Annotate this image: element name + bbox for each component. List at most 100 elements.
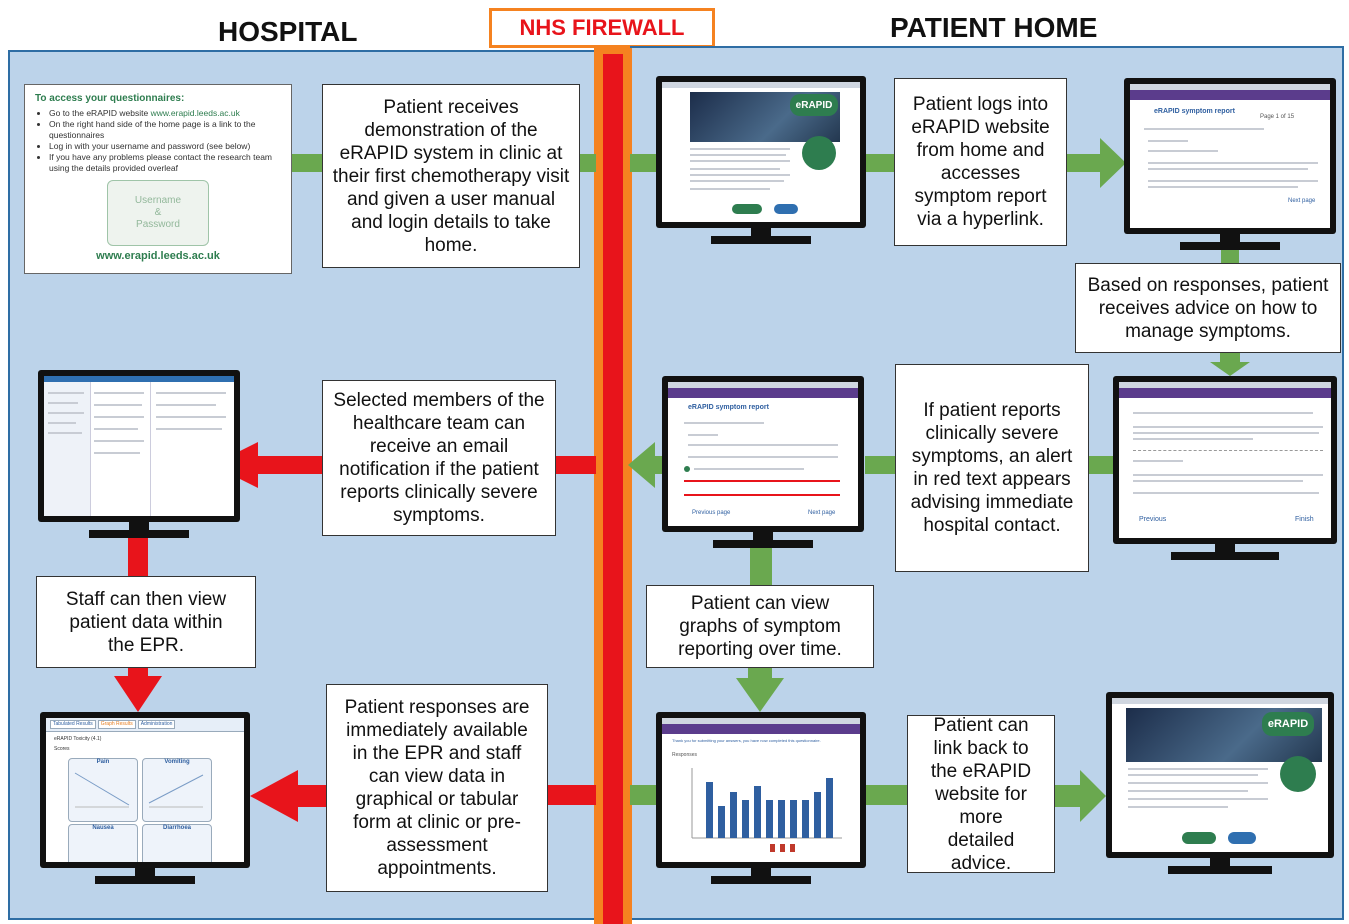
box-email: Selected members of the healthcare team … — [322, 380, 556, 536]
box-advice: Based on responses, patient receives adv… — [1075, 263, 1341, 353]
patient-home-heading: PATIENT HOME — [890, 12, 1098, 43]
monitor-alert: eRAPID symptom report Previous page Next… — [662, 376, 864, 548]
card-bullet: Log in with your username and password (… — [49, 141, 281, 152]
arrow-advice-monitor3 — [1210, 353, 1250, 376]
bar-red — [770, 844, 775, 852]
red-firewall-epr — [548, 785, 596, 805]
connector-demo-firewall — [580, 154, 596, 172]
graph-screen: Thank you for submitting your answers, y… — [662, 718, 860, 862]
green-circle — [802, 136, 836, 170]
alert-previous-button[interactable]: Previous page — [692, 510, 731, 516]
firewall-heading-box: NHS FIREWALL — [489, 8, 715, 48]
bar — [742, 800, 749, 838]
connector-firewall-monitor5 — [630, 785, 658, 805]
erapid-logo-1: eRAPID — [790, 94, 838, 116]
monitor-website-2: eRAPID — [1106, 692, 1334, 876]
box-alert: If patient reports clinically severe sym… — [895, 364, 1089, 572]
website-screen-1: eRAPID — [662, 82, 860, 222]
epr-panel-vomiting: Vomiting — [142, 758, 212, 822]
bar — [790, 800, 797, 838]
email-screen — [44, 376, 234, 516]
monitor-advice: Previous Finish — [1113, 376, 1337, 560]
connector-alert-monitor4 — [865, 456, 895, 474]
tab-graph[interactable]: Graph Results — [97, 720, 136, 729]
bar — [730, 792, 737, 838]
arrow-monitor4-firewall — [628, 442, 662, 488]
tab-tabulated[interactable]: Tabulated Results — [50, 720, 96, 729]
monitor-email — [38, 370, 240, 540]
red-arrow-epr-monitorL2 — [250, 770, 326, 822]
responses-label: Responses — [672, 752, 698, 758]
access-card: To access your questionnaires: Go to the… — [24, 84, 292, 274]
bar — [766, 800, 773, 838]
connector-monitor3-alert — [1088, 456, 1114, 474]
monitor-epr: Tabulated Results Graph Results Administ… — [40, 712, 250, 884]
credentials-amp: & — [154, 207, 162, 218]
graph-thanks: Thank you for submitting your answers, y… — [672, 738, 821, 743]
red-arrow-staff-monitorL2 — [114, 668, 162, 712]
connector-monitor1-login — [865, 154, 895, 172]
monitor-graph: Thank you for submitting your answers, y… — [656, 712, 866, 884]
box-demo: Patient receives demonstration of the eR… — [322, 84, 580, 268]
advice-screen: Previous Finish — [1119, 382, 1331, 538]
hospital-heading: HOSPITAL — [218, 16, 358, 47]
box-epr: Patient responses are immediately availa… — [326, 684, 548, 892]
card-url[interactable]: www.erapid.leeds.ac.uk — [96, 250, 220, 262]
bar — [718, 806, 725, 838]
symptom-bar-chart — [691, 768, 842, 852]
card-bullet: If you have any problems please contact … — [49, 152, 281, 174]
credentials-box: Username & Password — [107, 180, 209, 246]
report-title: eRAPID symptom report — [1154, 108, 1235, 115]
erapid-logo-2: eRAPID — [1262, 712, 1314, 736]
card-title: To access your questionnaires: — [35, 93, 185, 104]
alert-next-button[interactable]: Next page — [808, 510, 836, 516]
epr-scores: Scores — [54, 746, 70, 752]
red-firewall-email — [556, 456, 596, 474]
finish-button[interactable]: Finish — [1295, 516, 1314, 523]
card-bullet: Go to the eRAPID website www.erapid.leed… — [49, 108, 281, 119]
firewall-heading: NHS FIREWALL — [519, 15, 685, 40]
bar — [754, 786, 761, 838]
bar — [826, 778, 833, 838]
epr-tab-bar: Tabulated Results Graph Results Administ… — [46, 718, 244, 732]
connector-monitor5-link — [865, 785, 907, 805]
bar — [814, 792, 821, 838]
connector-firewall-monitor1 — [630, 154, 658, 172]
bar — [802, 800, 809, 838]
monitor-website-1: eRAPID — [656, 76, 866, 246]
epr-subtitle: eRAPID Toxicity (4.1) — [54, 736, 102, 742]
bar-red — [790, 844, 795, 852]
previous-button[interactable]: Previous — [1139, 516, 1167, 523]
alert-screen: eRAPID symptom report Previous page Next… — [668, 382, 858, 526]
box-staff-view: Staff can then view patient data within … — [36, 576, 256, 668]
symptom-report-screen: eRAPID symptom report Page 1 of 15 Next … — [1130, 84, 1330, 228]
epr-panel-pain: Pain — [68, 758, 138, 822]
connector-card-demo — [292, 154, 322, 172]
tab-admin[interactable]: Administration — [137, 720, 176, 729]
credentials-password: Password — [136, 219, 180, 230]
bar — [778, 800, 785, 838]
epr-screen: Tabulated Results Graph Results Administ… — [46, 718, 244, 862]
box-graphs: Patient can view graphs of symptom repor… — [646, 585, 874, 668]
connector-monitor4-graphs — [750, 547, 772, 585]
alert-report-title: eRAPID symptom report — [688, 404, 769, 411]
card-bullet: On the right hand side of the home page … — [49, 119, 281, 141]
bar — [706, 782, 713, 838]
email-sidebar — [44, 382, 91, 516]
red-alert-text — [684, 480, 840, 496]
epr-panel-nausea: Nausea — [68, 824, 138, 862]
bar-red — [780, 844, 785, 852]
card-bullets: Go to the eRAPID website www.erapid.leed… — [35, 108, 281, 174]
arrow-graphs-monitor5 — [736, 668, 784, 712]
arrow-login-monitor2 — [1067, 138, 1126, 188]
monitor-symptom-report: eRAPID symptom report Page 1 of 15 Next … — [1124, 78, 1336, 250]
website-screen-2: eRAPID — [1112, 698, 1328, 852]
red-monitorL1-staff — [128, 530, 148, 576]
epr-panel-diarrhoea: Diarrhoea — [142, 824, 212, 862]
arrow-link-monitor6 — [1055, 770, 1106, 822]
firewall-core — [603, 54, 623, 924]
page-indicator: Page 1 of 15 — [1260, 114, 1295, 120]
next-page-button[interactable]: Next page — [1288, 198, 1316, 204]
credentials-username: Username — [134, 195, 182, 206]
